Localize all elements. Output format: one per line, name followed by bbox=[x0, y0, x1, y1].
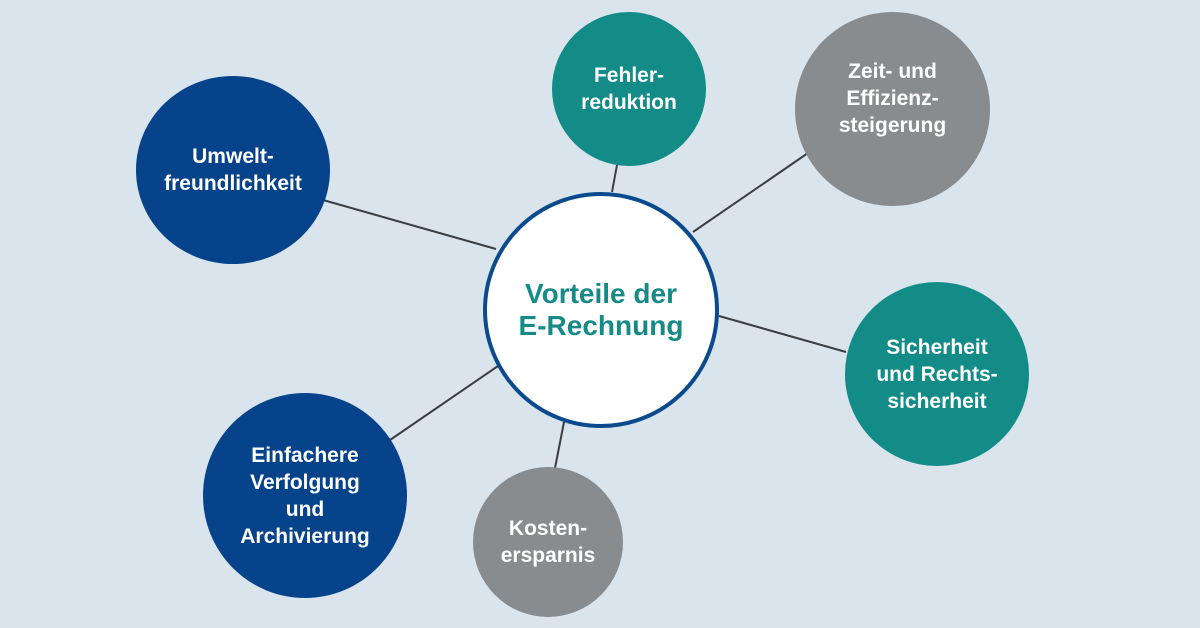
connector-archiv bbox=[389, 365, 499, 441]
connector-fehler bbox=[611, 164, 618, 193]
node-fehler: Fehler- reduktion bbox=[552, 12, 706, 166]
central-topic-label: Vorteile der E-Rechnung bbox=[518, 278, 684, 341]
node-label: Umwelt- freundlichkeit bbox=[164, 145, 302, 195]
node-zeit: Zeit- und Effizienz- steigerung bbox=[795, 12, 990, 206]
node-label: Fehler- reduktion bbox=[581, 64, 677, 114]
connector-sicherheit bbox=[718, 315, 847, 353]
node-sicherheit: Sicherheit und Rechts- sicherheit bbox=[845, 282, 1029, 466]
node-umwelt: Umwelt- freundlichkeit bbox=[136, 76, 330, 264]
node-label: Einfachere Verfolgung und Archivierung bbox=[240, 443, 370, 548]
node-archiv: Einfachere Verfolgung und Archivierung bbox=[203, 393, 407, 598]
connector-kosten bbox=[554, 416, 566, 469]
node-kosten: Kosten- ersparnis bbox=[473, 467, 623, 617]
node-label: Sicherheit und Rechts- sicherheit bbox=[876, 335, 998, 413]
connector-zeit bbox=[692, 152, 809, 233]
connector-umwelt bbox=[322, 199, 497, 250]
node-label: Kosten- ersparnis bbox=[500, 517, 596, 567]
central-topic: Vorteile der E-Rechnung bbox=[483, 192, 719, 428]
node-label: Zeit- und Effizienz- steigerung bbox=[838, 59, 947, 137]
